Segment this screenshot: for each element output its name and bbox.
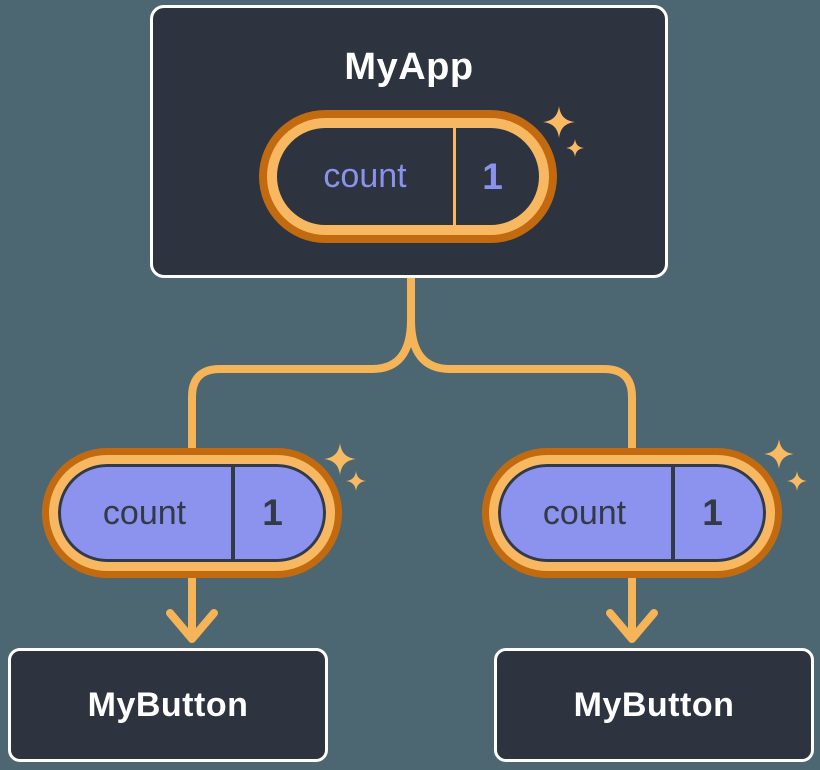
sparkle-icon <box>543 106 575 138</box>
branch-left-line <box>188 274 415 452</box>
app-node-title: MyApp <box>344 46 474 88</box>
sparkle-icon <box>324 443 356 475</box>
state-pill-label: count <box>323 157 407 195</box>
branch-right-line <box>407 316 636 452</box>
pill-separator <box>453 128 456 225</box>
button-node: MyButton <box>494 648 814 762</box>
button-node-title: MyButton <box>573 685 735 724</box>
pill-separator <box>231 464 235 562</box>
state-pill-value: 1 <box>482 155 503 197</box>
pill-separator <box>671 464 675 562</box>
button-node-title: MyButton <box>87 685 249 724</box>
prop-pill-value: 1 <box>262 492 283 533</box>
arrow-down-icon <box>166 609 218 643</box>
state-pill: count 1 <box>267 118 549 235</box>
sparkle-icon <box>566 139 584 157</box>
button-node: MyButton <box>8 648 328 762</box>
sparkle-icon <box>787 471 807 491</box>
prop-pill-value: 1 <box>702 492 723 533</box>
arrow-down-icon <box>606 609 658 643</box>
prop-pill-label: count <box>542 493 627 532</box>
prop-pill-label: count <box>102 493 187 532</box>
sparkle-icon <box>346 471 366 491</box>
prop-pill: count 1 <box>49 455 335 571</box>
sparkle-icon <box>764 439 794 469</box>
prop-pill: count 1 <box>489 455 775 571</box>
